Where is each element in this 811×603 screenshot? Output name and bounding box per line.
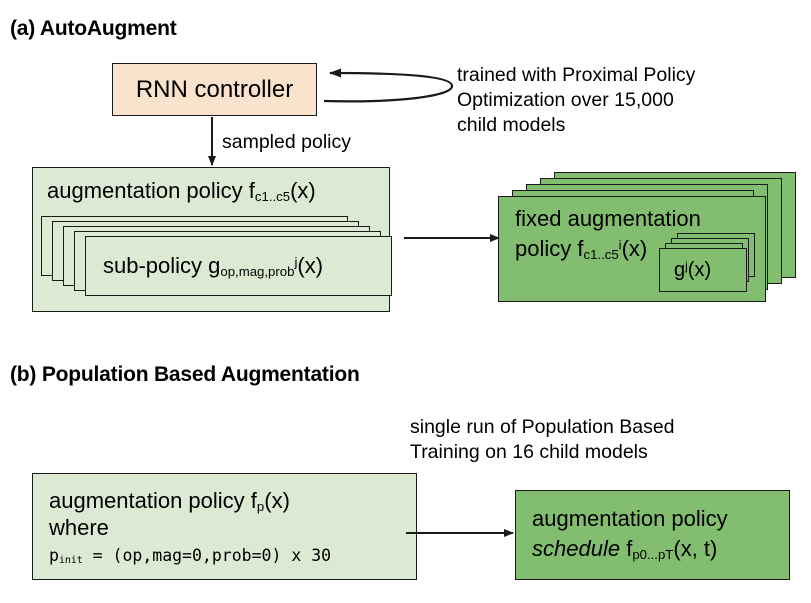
pba-policy-line1-prefix: augmentation policy f bbox=[49, 488, 257, 513]
pba-schedule-line2: schedule fp0...pT(x, t) bbox=[532, 535, 717, 562]
inner-g-card-front: gj(x) bbox=[659, 248, 747, 292]
pba-policy-line1: augmentation policy fp(x) bbox=[49, 487, 290, 514]
augmentation-policy-heading-suffix: (x) bbox=[290, 178, 316, 203]
pba-schedule-box: augmentation policy schedule fp0...pT(x,… bbox=[515, 490, 790, 580]
pba-schedule-line2-suffix: (x, t) bbox=[673, 536, 718, 561]
inner-g-label-sup: j bbox=[685, 259, 688, 273]
fixed-policy-line2-sub: c1..c5 bbox=[583, 246, 619, 262]
pba-policy-line1-sub: p bbox=[256, 498, 265, 514]
fixed-policy-card-front: fixed augmentation policy fc1..c5i(x) gj… bbox=[498, 196, 766, 302]
pba-policy-init-base: p bbox=[49, 546, 59, 565]
rnn-controller-box: RNN controller bbox=[112, 63, 317, 116]
fixed-policy-line2-prefix: policy f bbox=[515, 236, 584, 261]
pba-policy-box: augmentation policy fp(x) where pinit = … bbox=[32, 473, 417, 580]
pba-policy-line1-suffix: (x) bbox=[264, 488, 290, 513]
panel-b-title: (b) Population Based Augmentation bbox=[10, 363, 360, 386]
augmentation-policy-heading-sub: c1..c5 bbox=[254, 188, 291, 204]
panel-a-title: (a) AutoAugment bbox=[10, 17, 177, 40]
pba-schedule-line1: augmentation policy bbox=[532, 506, 728, 531]
sub-policy-label: sub-policy gop,mag,probj(x) bbox=[103, 252, 323, 279]
augmentation-policy-heading: augmentation policy fc1..c5(x) bbox=[47, 177, 316, 204]
ppo-feedback-arrow bbox=[323, 68, 454, 103]
pba-schedule-line2-prefix: f bbox=[620, 536, 633, 561]
sub-policy-label-suffix: (x) bbox=[297, 253, 324, 278]
fixed-policy-line2-sup: i bbox=[618, 237, 622, 253]
pba-policy-line2: where bbox=[49, 515, 109, 540]
pbt-transition-note: single run of Population Based Training … bbox=[410, 416, 675, 463]
sub-policy-label-sup: j bbox=[294, 254, 298, 270]
pba-schedule-line2-sub: p0...pT bbox=[632, 546, 674, 562]
pba-schedule-line2-italic: schedule bbox=[532, 536, 621, 561]
sub-policy-card-front: sub-policy gop,mag,probj(x) bbox=[85, 236, 392, 296]
augmentation-policy-box: augmentation policy fc1..c5(x) sub-polic… bbox=[32, 167, 392, 312]
pba-policy-init-expression: pinit = (op,mag=0,prob=0) x 30 bbox=[49, 546, 332, 567]
pba-policy-init-rest: = (op,mag=0,prob=0) x 30 bbox=[82, 546, 332, 565]
ppo-feedback-note: trained with Proximal Policy Optimizatio… bbox=[457, 64, 696, 136]
augmentation-policy-heading-prefix: augmentation policy f bbox=[47, 178, 255, 203]
inner-g-label: gj(x) bbox=[674, 259, 711, 282]
inner-g-label-suffix: (x) bbox=[687, 259, 712, 281]
sub-policy-label-prefix: sub-policy g bbox=[103, 253, 221, 278]
fixed-policy-line2: policy fc1..c5i(x) bbox=[515, 235, 647, 262]
fixed-policy-line1: fixed augmentation bbox=[515, 206, 701, 231]
fixed-augmentation-policy-stack: fixed augmentation policy fc1..c5i(x) gj… bbox=[498, 172, 798, 312]
pba-policy-init-sub: init bbox=[58, 555, 83, 567]
rnn-controller-label: RNN controller bbox=[135, 75, 294, 103]
fixed-policy-line2-suffix: (x) bbox=[621, 236, 648, 261]
sampled-policy-label: sampled policy bbox=[222, 131, 351, 153]
inner-g-label-prefix: g bbox=[674, 259, 686, 281]
sub-policy-label-sub: op,mag,prob bbox=[220, 263, 295, 279]
